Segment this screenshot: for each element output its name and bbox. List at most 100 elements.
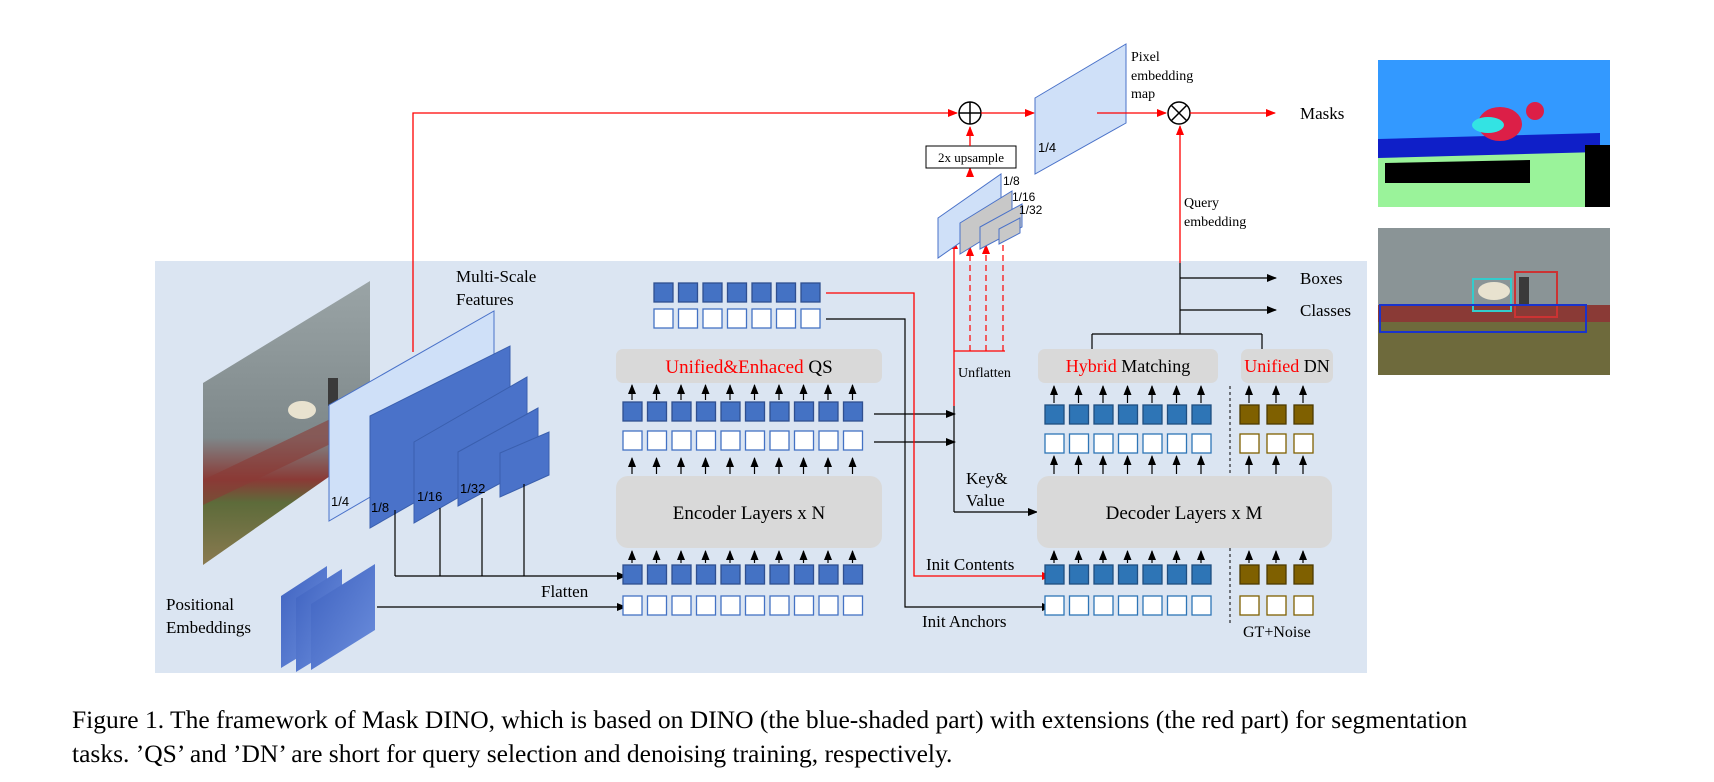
selected-anchor-token: [726, 308, 748, 329]
multi-scale-label-1: Multi-Scale: [456, 267, 536, 286]
encoder-output-token: [818, 401, 839, 422]
selected-query-token: [653, 282, 674, 303]
decoder-output-anchor-token: [1142, 433, 1163, 454]
encoder-token: [622, 564, 643, 585]
decoder-input-anchor-token: [1166, 595, 1188, 616]
decoder-input-token: [1191, 564, 1212, 585]
decoder-input-token: [1166, 564, 1188, 585]
hybrid-matching-label: Hybrid Matching: [1066, 356, 1191, 376]
dn-input-anchor-token: [1293, 595, 1314, 616]
small-scale-3: 1/32: [1019, 203, 1043, 217]
boxes-label: Boxes: [1300, 269, 1343, 288]
scale-label-3: 1/16: [417, 489, 442, 504]
decoder-input-anchor-token: [1044, 595, 1065, 616]
pixel-embedding-label-3: map: [1131, 87, 1155, 102]
hybrid-matching-block: [1038, 349, 1218, 383]
dn-output-token: [1266, 404, 1287, 425]
small-scale-2: 1/16: [1012, 190, 1036, 204]
feature-map-small: [499, 431, 550, 498]
encoder-output-token: [695, 401, 717, 422]
flatten-label: Flatten: [541, 582, 589, 601]
decoder-input-token: [1044, 564, 1065, 585]
encoder-output-token: [720, 401, 741, 422]
encoder-token: [744, 564, 766, 585]
encoder-output-token: [622, 401, 643, 422]
query-embedding-label-1: Query: [1184, 196, 1219, 211]
decoder-output-token: [1191, 404, 1212, 425]
dn-output-token: [1239, 404, 1260, 425]
encoder-output-position-token: [818, 430, 839, 451]
dn-output-anchor-token: [1266, 433, 1287, 454]
pixel-embedding-label-2: embedding: [1131, 69, 1193, 84]
encoder-output-token: [842, 401, 864, 422]
position-token: [720, 595, 741, 616]
selected-query-token: [775, 282, 797, 303]
encoder-token: [695, 564, 717, 585]
selected-query-token: [702, 282, 723, 303]
decoder-input-anchor-token: [1093, 595, 1114, 616]
positional-label-1: Positional: [166, 595, 234, 614]
figure-caption: Figure 1. The framework of Mask DINO, wh…: [72, 703, 1692, 771]
decoder-input-anchor: [1044, 595, 1314, 616]
encoder-output-position-token: [695, 430, 717, 451]
decoder-input-token: [1093, 564, 1114, 585]
init-anchors-label: Init Anchors: [922, 612, 1007, 631]
position-token: [744, 595, 766, 616]
decoder-output-content: [1044, 404, 1314, 425]
dn-output-anchor-token: [1293, 433, 1314, 454]
decoder-input-anchor-token: [1142, 595, 1163, 616]
bypass-line: [412, 109, 958, 352]
encoder-token: [646, 564, 668, 585]
init-anchors-line: [826, 318, 1052, 611]
positional-embeddings: [281, 564, 375, 672]
selected-anchor-token: [751, 308, 772, 329]
encoder-output-position-token: [720, 430, 741, 451]
multi-scale-label-2: Features: [456, 290, 514, 309]
decoder-input-token: [1068, 564, 1090, 585]
encoder-output-position-token: [744, 430, 766, 451]
dn-input-anchor-token: [1266, 595, 1287, 616]
encoder-output-token: [769, 401, 790, 422]
selected-query-token: [677, 282, 699, 303]
decoder-output-anchor-token: [1093, 433, 1114, 454]
decoder-input-anchor-token: [1191, 595, 1212, 616]
encoder-output-position-token: [646, 430, 668, 451]
qs-label: Unified&Enhaced QS: [665, 357, 832, 378]
dn-input-anchor-token: [1239, 595, 1260, 616]
positional-label-2: Embeddings: [166, 618, 251, 637]
position-token: [769, 595, 790, 616]
init-contents-label: Init Contents: [926, 555, 1014, 574]
decoder-block: [1037, 476, 1332, 548]
position-token: [818, 595, 839, 616]
selected-query-token: [800, 282, 821, 303]
selected-content-queries: [653, 282, 821, 303]
unified-dn-label: Unified DN: [1244, 356, 1329, 376]
position-token: [646, 595, 668, 616]
encoder-output-token: [793, 401, 815, 422]
pixel-scale-label: 1/4: [1038, 140, 1056, 155]
selected-anchor-queries: [653, 308, 821, 329]
encoder-input-tokens: [622, 564, 864, 585]
multi-scale-features: [328, 310, 550, 529]
encoder-token: [793, 564, 815, 585]
encoder-output-token: [671, 401, 692, 422]
classes-label: Classes: [1300, 301, 1351, 320]
dn-input-token: [1239, 564, 1260, 585]
decoder-input-token: [1142, 564, 1163, 585]
dn-output-anchor-token: [1239, 433, 1260, 454]
flatten-connectors: [394, 484, 627, 580]
detection-output-image: [1378, 228, 1610, 375]
encoder-output-position-tokens: [622, 430, 864, 451]
encoder-token: [842, 564, 864, 585]
encoder-block: [616, 476, 882, 548]
position-token: [842, 595, 864, 616]
encoder-output-position-token: [671, 430, 692, 451]
decoder-output-token: [1142, 404, 1163, 425]
decoder-input-anchor-token: [1068, 595, 1090, 616]
scale-label-4: 1/32: [460, 481, 485, 496]
encoder-output-position-token: [793, 430, 815, 451]
selected-query-token: [751, 282, 772, 303]
scale-label-1: 1/4: [331, 494, 349, 509]
decoder-input-token: [1117, 564, 1139, 585]
encoder-output-position-token: [842, 430, 864, 451]
